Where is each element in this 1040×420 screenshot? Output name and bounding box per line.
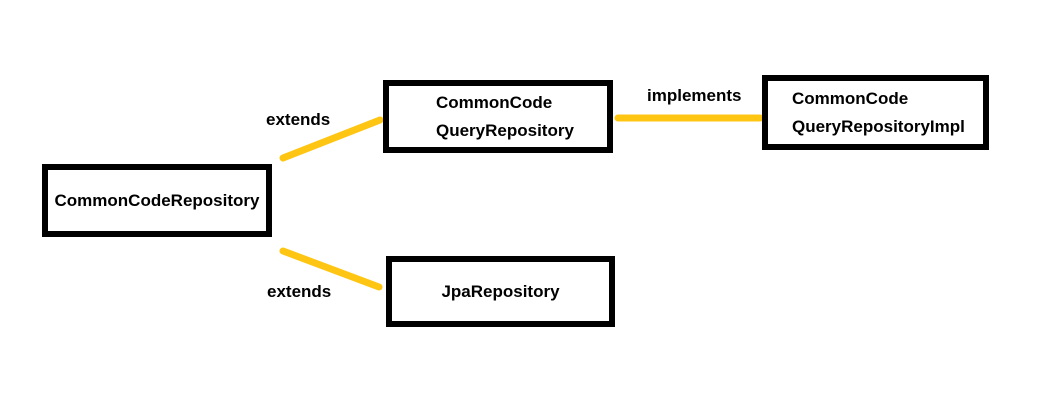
- node-common-code-query-repository: CommonCode QueryRepository: [383, 80, 613, 153]
- node-label-line2: QueryRepository: [436, 120, 574, 140]
- node-common-code-query-repository-impl: CommonCode QueryRepositoryImpl: [762, 75, 989, 150]
- connector-extends-top: [279, 116, 384, 162]
- node-label: JpaRepository: [441, 281, 560, 301]
- connector-extends-bottom: [279, 247, 383, 291]
- node-jpa-repository: JpaRepository: [386, 256, 615, 327]
- edge-label-extends-bottom: extends: [267, 282, 332, 301]
- edge-label-implements: implements: [647, 86, 742, 105]
- node-label-line2: QueryRepositoryImpl: [792, 116, 965, 136]
- node-label: CommonCodeRepository: [54, 190, 260, 210]
- node-label-line1: CommonCode: [436, 92, 553, 112]
- node-label-line1: CommonCode: [792, 88, 909, 108]
- node-common-code-repository: CommonCodeRepository: [42, 164, 272, 237]
- edge-label-extends-top: extends: [266, 110, 331, 129]
